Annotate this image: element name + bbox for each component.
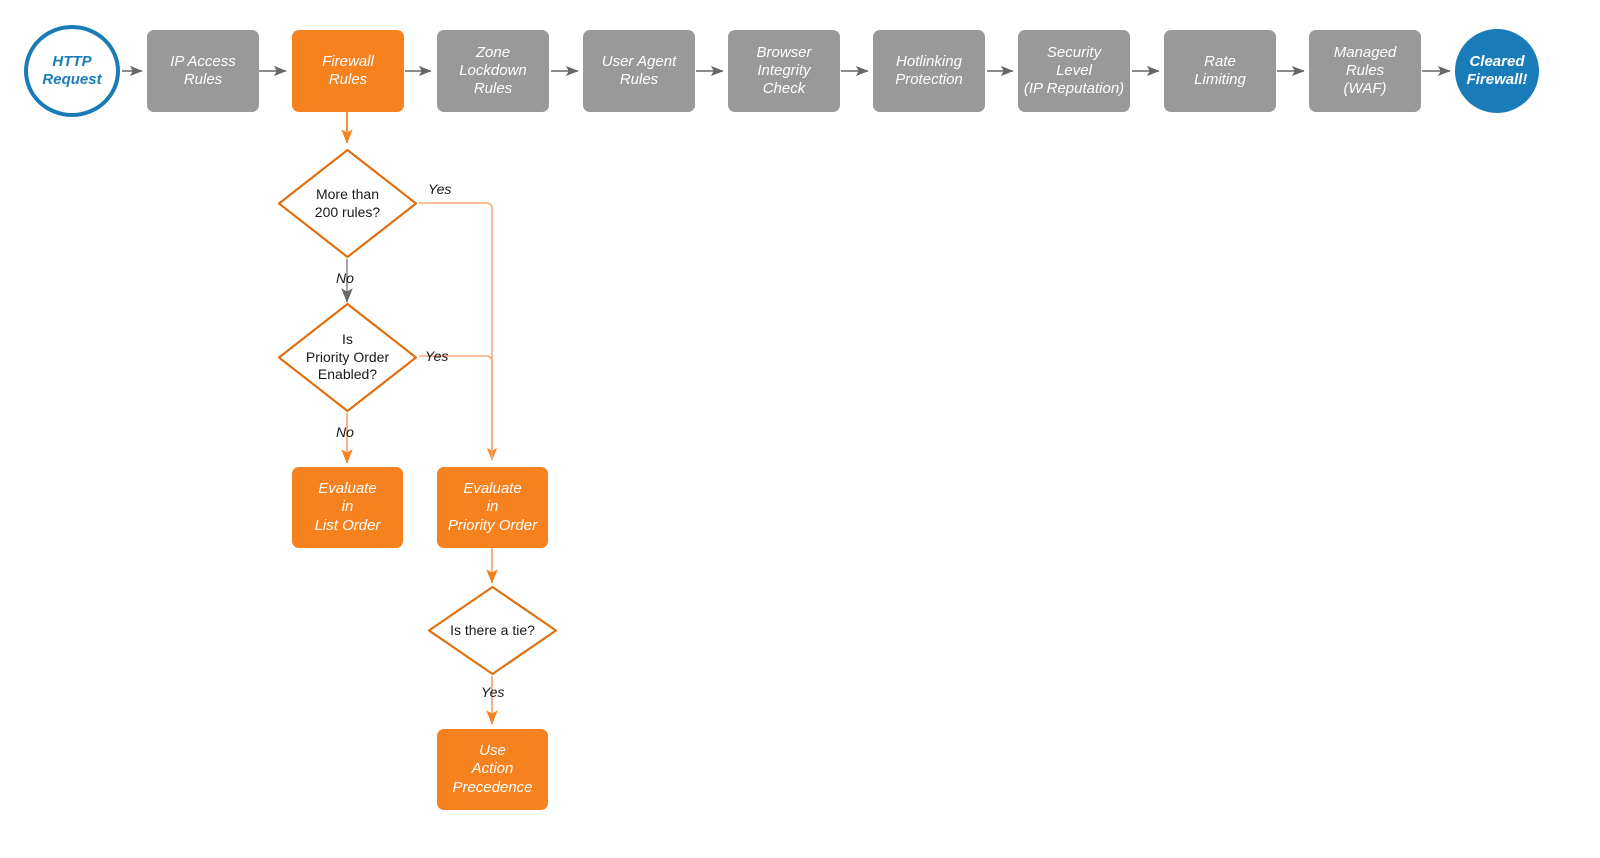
edge-label-yes-priority-order: Yes	[425, 348, 449, 364]
node-security-level[interactable]: Security Level (IP Reputation)	[1018, 30, 1130, 112]
node-browser-integrity-check[interactable]: Browser Integrity Check	[728, 30, 840, 112]
node-firewall-rules[interactable]: Firewall Rules	[292, 30, 404, 112]
node-rate-limiting[interactable]: Rate Limiting	[1164, 30, 1276, 112]
node-user-agent-rules-label: User Agent Rules	[601, 52, 677, 88]
edge-label-no-200-rules: No	[336, 270, 354, 286]
node-cleared-firewall[interactable]: Cleared Firewall!	[1455, 29, 1539, 113]
edge-label-no-priority-order: No	[336, 424, 354, 440]
node-user-agent-rules[interactable]: User Agent Rules	[583, 30, 695, 112]
node-evaluate-in-list-order[interactable]: Evaluate in List Order	[292, 467, 403, 548]
edge-yes-200rules	[419, 202, 498, 461]
decision-priority-order-enabled-label: Is Priority Order Enabled?	[305, 331, 390, 383]
edge-label-yes-tie: Yes	[481, 684, 505, 700]
decision-is-there-a-tie[interactable]: Is there a tie?	[427, 585, 558, 676]
node-http-request-label: HTTP Request	[42, 52, 102, 88]
decision-priority-order-enabled[interactable]: Is Priority Order Enabled?	[277, 302, 418, 413]
decision-more-than-200-rules-label: More than 200 rules?	[314, 186, 381, 220]
node-evaluate-in-priority-order-label: Evaluate in Priority Order	[447, 480, 538, 534]
node-rate-limiting-label: Rate Limiting	[1194, 52, 1246, 88]
decision-more-than-200-rules[interactable]: More than 200 rules?	[277, 148, 418, 259]
node-ip-access-rules[interactable]: IP Access Rules	[147, 30, 259, 112]
diamond-shape-priority-order	[277, 302, 418, 413]
node-security-level-label: Security Level (IP Reputation)	[1023, 43, 1125, 98]
node-firewall-rules-label: Firewall Rules	[322, 52, 374, 88]
node-hotlinking-protection[interactable]: Hotlinking Protection	[873, 30, 985, 112]
edge-label-yes-200-rules: Yes	[428, 181, 452, 197]
node-ip-access-rules-label: IP Access Rules	[170, 52, 236, 88]
edge-yes-priority-order	[419, 355, 493, 460]
decision-is-there-a-tie-label: Is there a tie?	[450, 621, 535, 638]
node-managed-rules-waf-label: Managed Rules (WAF)	[1333, 43, 1397, 98]
node-zone-lockdown-rules[interactable]: Zone Lockdown Rules	[437, 30, 549, 112]
node-evaluate-in-list-order-label: Evaluate in List Order	[314, 480, 381, 534]
node-zone-lockdown-rules-label: Zone Lockdown Rules	[459, 43, 527, 98]
node-browser-integrity-check-label: Browser Integrity Check	[756, 43, 812, 98]
node-http-request[interactable]: HTTP Request	[24, 25, 120, 117]
node-use-action-precedence-label: Use Action Precedence	[452, 742, 533, 796]
diamond-shape-200-rules	[277, 148, 418, 259]
diamond-shape-is-there-a-tie	[427, 585, 558, 676]
node-managed-rules-waf[interactable]: Managed Rules (WAF)	[1309, 30, 1421, 112]
node-use-action-precedence[interactable]: Use Action Precedence	[437, 729, 548, 810]
node-hotlinking-protection-label: Hotlinking Protection	[895, 52, 963, 88]
node-evaluate-in-priority-order[interactable]: Evaluate in Priority Order	[437, 467, 548, 548]
node-cleared-firewall-label: Cleared Firewall!	[1466, 52, 1528, 88]
